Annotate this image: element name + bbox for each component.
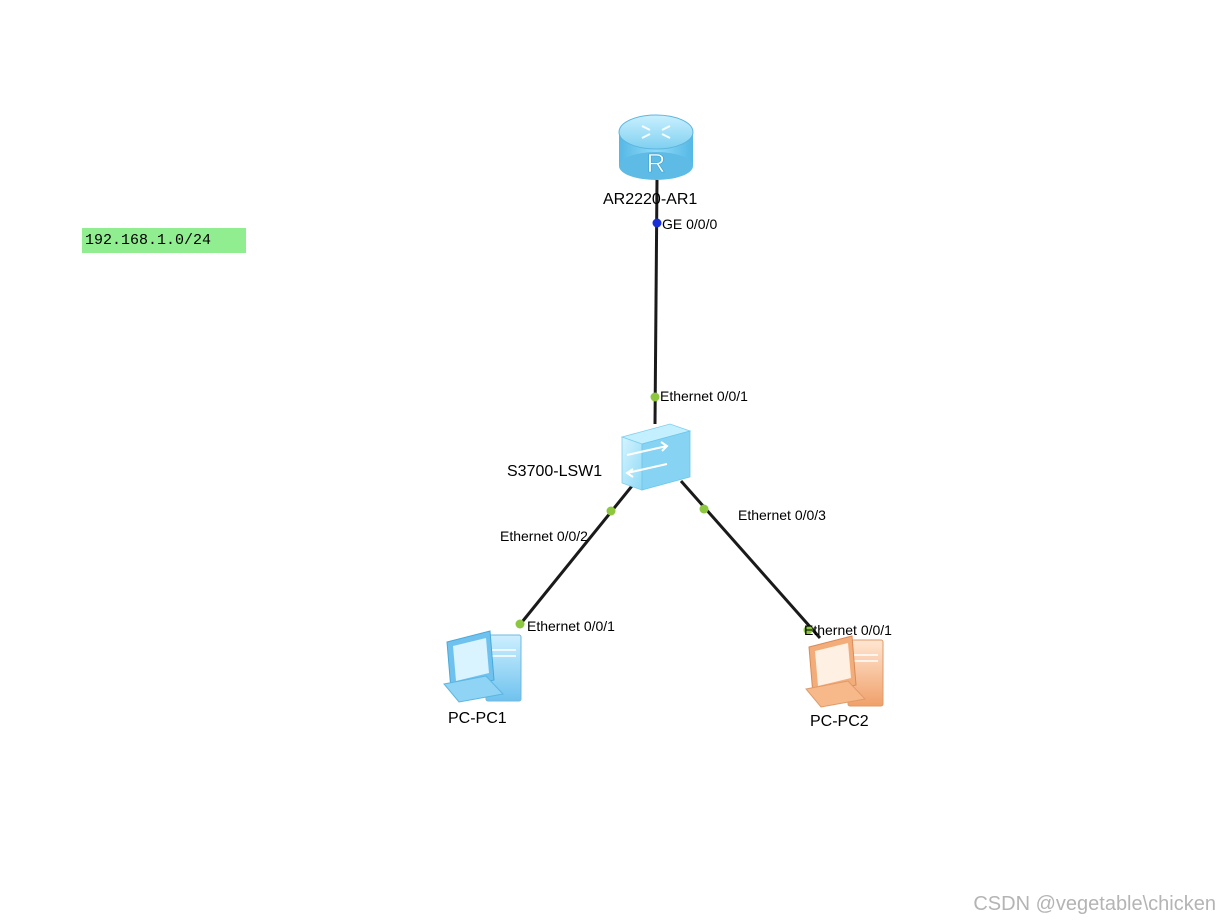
pc2-label: PC-PC2 bbox=[810, 713, 869, 730]
router-icon[interactable]: R bbox=[618, 114, 694, 180]
switch-icon[interactable] bbox=[620, 423, 692, 491]
port-dot-switch-up bbox=[650, 392, 660, 402]
port-dot-switch-pc1 bbox=[606, 506, 616, 516]
pc2-port-label: Ethernet 0/0/1 bbox=[804, 622, 892, 638]
switch-pc1-port-label: Ethernet 0/0/2 bbox=[500, 528, 588, 544]
link-router-switch[interactable] bbox=[653, 179, 659, 425]
links bbox=[516, 179, 822, 639]
switch-uplink-port-label: Ethernet 0/0/1 bbox=[660, 388, 748, 404]
switch-label: S3700-LSW1 bbox=[507, 463, 603, 480]
port-dot-pc2 bbox=[803, 625, 813, 635]
port-indicators bbox=[515, 218, 813, 635]
switch-pc2-port-label: Ethernet 0/0/3 bbox=[738, 507, 826, 523]
port-dot-router-ge bbox=[652, 218, 662, 228]
watermark: CSDN @vegetable\chicken bbox=[973, 893, 1216, 915]
svg-text:R: R bbox=[647, 148, 666, 178]
port-dot-pc1 bbox=[515, 619, 525, 629]
port-dot-switch-pc2 bbox=[699, 504, 709, 514]
pc1-port-label: Ethernet 0/0/1 bbox=[527, 618, 615, 634]
link-switch-pc1[interactable] bbox=[516, 480, 638, 628]
pc2-icon[interactable] bbox=[805, 635, 884, 708]
pc1-label: PC-PC1 bbox=[448, 710, 507, 727]
pc1-icon[interactable] bbox=[443, 630, 522, 703]
subnet-label: 192.168.1.0/24 bbox=[82, 228, 246, 253]
router-port-label: GE 0/0/0 bbox=[662, 216, 718, 232]
router-label: AR2220-AR1 bbox=[603, 191, 698, 208]
link-switch-pc2[interactable] bbox=[679, 480, 822, 639]
